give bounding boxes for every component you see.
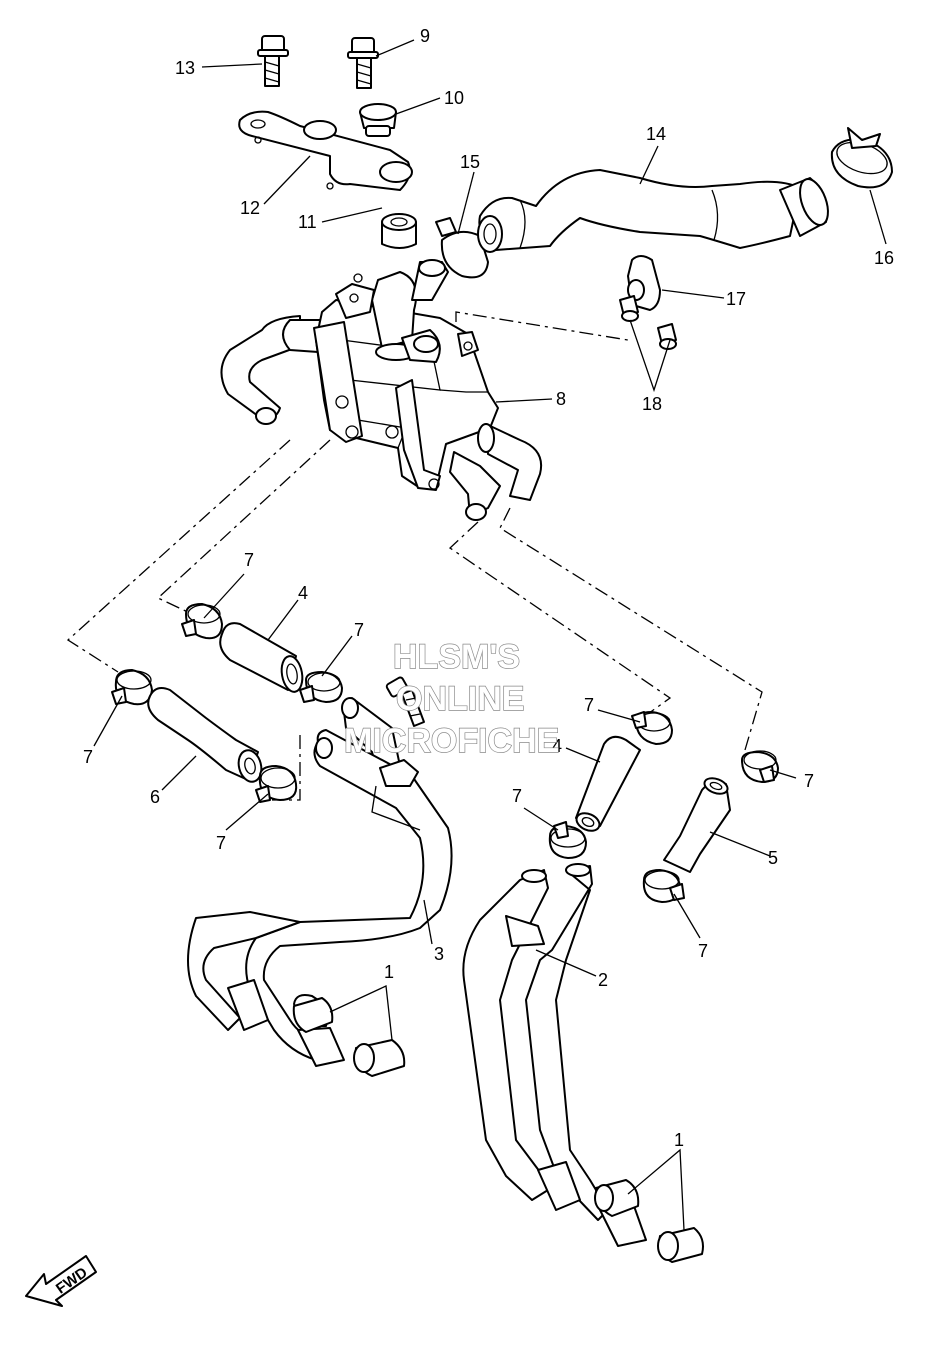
- callout-10: 10: [444, 88, 464, 108]
- hose-17: [627, 255, 661, 311]
- clips-18: [619, 295, 677, 350]
- hose-6: [147, 687, 263, 783]
- clamp-7-h: [642, 869, 685, 903]
- callout-3: 3: [434, 944, 444, 964]
- watermark-line-1: HLSM'S: [393, 638, 520, 676]
- callout-4-right: 4: [552, 736, 562, 756]
- pipe-2: [462, 863, 647, 1247]
- clamp-7-c: [111, 669, 153, 706]
- callout-8: 8: [556, 389, 566, 409]
- callout-16: 16: [874, 248, 894, 268]
- collar-10: [359, 103, 397, 137]
- clamp-7-e: [631, 711, 673, 745]
- callout-7-c: 7: [83, 747, 93, 767]
- callout-14: 14: [646, 124, 666, 144]
- callout-11: 11: [298, 212, 317, 232]
- callout-5: 5: [768, 848, 778, 868]
- watermark-line-3: MICROFICHE: [344, 722, 559, 760]
- fwd-arrow-icon: FWD: [25, 1255, 97, 1307]
- caps-1-right: [594, 1179, 704, 1263]
- clamp-7-d: [255, 765, 298, 803]
- hose-4-right: [575, 735, 641, 832]
- caps-1-left: [292, 997, 406, 1077]
- clamp-15: [435, 217, 489, 279]
- callout-7-b: 7: [354, 620, 364, 640]
- callout-7-d: 7: [216, 833, 226, 853]
- callout-9: 9: [420, 26, 430, 46]
- clamp-7-g: [741, 750, 779, 783]
- callout-7-e: 7: [584, 695, 594, 715]
- callout-17: 17: [726, 289, 746, 309]
- pipe-3: [187, 697, 453, 1067]
- callout-13: 13: [175, 58, 195, 78]
- bolt-13: [257, 35, 289, 87]
- bolt-9: [347, 37, 379, 89]
- callout-7-f: 7: [512, 786, 522, 806]
- callout-1-right: 1: [674, 1130, 684, 1150]
- hose-5: [663, 777, 731, 873]
- air-induction-valve-8: [220, 259, 542, 521]
- watermark-line-2: ONLINE: [396, 680, 524, 718]
- bolt-small: [385, 676, 425, 727]
- callout-12: 12: [240, 198, 260, 218]
- callout-7-g: 7: [804, 771, 814, 791]
- watermark: HLSM'S ONLINE MICROFICHE: [343, 637, 560, 760]
- callout-4-left: 4: [298, 583, 308, 603]
- hose-4-left: [219, 622, 304, 693]
- callout-15: 15: [460, 152, 480, 172]
- callout-numbers: 13 9 10 12 11 15 14 16 17 18 8 7 4 7 7 6…: [83, 26, 894, 1150]
- callout-7-a: 7: [244, 550, 254, 570]
- clamp-7-a: [181, 603, 223, 640]
- callout-7-h: 7: [698, 941, 708, 961]
- callout-1-left: 1: [384, 962, 394, 982]
- leader-lines: [93, 39, 887, 1231]
- grommet-11: [381, 213, 417, 249]
- bracket-12: [238, 110, 413, 191]
- callout-2: 2: [598, 970, 608, 990]
- clamp-7-f: [548, 821, 587, 859]
- callout-6: 6: [150, 787, 160, 807]
- clamp-16: [830, 127, 893, 189]
- hose-14: [477, 169, 829, 253]
- clamp-7-b: [299, 671, 343, 703]
- callout-18: 18: [642, 394, 662, 414]
